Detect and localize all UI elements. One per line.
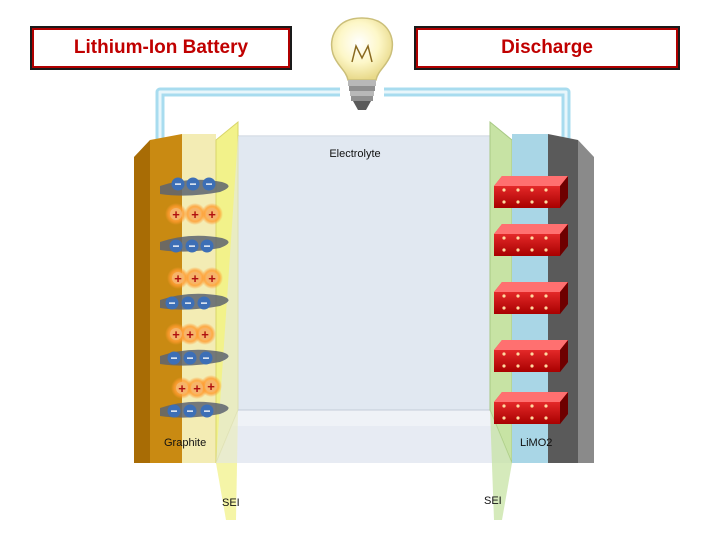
metal-oxide-lattice xyxy=(494,176,568,424)
label-limo2: LiMO2 xyxy=(520,437,552,449)
lithium-ion-row-3: + + + xyxy=(165,323,216,345)
electron-row-5: −−− xyxy=(167,404,214,418)
anode-lithium-ions: + + + + + + + + + + + + xyxy=(165,203,223,399)
svg-text:+: + xyxy=(208,207,216,222)
svg-text:−: − xyxy=(174,177,181,191)
anode-electrons: −−− −−− −−− −−− −−− xyxy=(165,177,216,418)
svg-text:−: − xyxy=(172,239,179,253)
lithium-ion-row-4: + + + xyxy=(171,375,222,399)
svg-text:+: + xyxy=(172,207,180,222)
svg-text:−: − xyxy=(184,296,191,310)
svg-text:−: − xyxy=(202,351,209,365)
lithium-ion-row-2: + + + xyxy=(167,267,223,289)
label-sei-right: SEI xyxy=(484,495,502,507)
svg-text:+: + xyxy=(191,271,199,286)
svg-text:+: + xyxy=(193,381,201,396)
svg-text:+: + xyxy=(186,327,194,342)
title-battery: Lithium-Ion Battery xyxy=(73,37,249,58)
svg-text:−: − xyxy=(168,296,175,310)
svg-text:−: − xyxy=(205,177,212,191)
svg-text:−: − xyxy=(186,404,193,418)
svg-text:−: − xyxy=(203,239,210,253)
svg-text:−: − xyxy=(170,404,177,418)
svg-text:−: − xyxy=(200,296,207,310)
svg-text:+: + xyxy=(191,207,199,222)
svg-text:−: − xyxy=(189,177,196,191)
svg-text:−: − xyxy=(188,239,195,253)
electron-row-1: −−− xyxy=(171,177,216,191)
lattice-block-1 xyxy=(494,176,568,208)
lattice-block-4 xyxy=(494,340,568,372)
title-discharge: Discharge xyxy=(501,37,593,58)
svg-text:+: + xyxy=(178,381,186,396)
svg-text:+: + xyxy=(208,271,216,286)
electron-row-2: −−− xyxy=(169,239,214,253)
light-bulb-icon xyxy=(330,17,394,110)
svg-text:−: − xyxy=(186,351,193,365)
svg-text:−: − xyxy=(170,351,177,365)
lattice-block-5 xyxy=(494,392,568,424)
label-graphite: Graphite xyxy=(164,437,206,449)
electrolyte-region xyxy=(216,136,512,463)
label-sei-left: SEI xyxy=(222,497,240,509)
lithium-ion-row-1: + + + xyxy=(165,203,223,225)
label-electrolyte: Electrolyte xyxy=(329,148,380,160)
svg-text:−: − xyxy=(203,404,210,418)
svg-text:+: + xyxy=(207,379,215,394)
svg-text:+: + xyxy=(201,327,209,342)
lattice-block-3 xyxy=(494,282,568,314)
electron-row-4: −−− xyxy=(167,351,213,365)
title-box-battery: Lithium-Ion Battery xyxy=(30,26,292,70)
svg-text:+: + xyxy=(172,327,180,342)
lattice-block-2 xyxy=(494,224,568,256)
title-box-discharge: Discharge xyxy=(414,26,680,70)
svg-text:+: + xyxy=(174,271,182,286)
electron-row-3: −−− xyxy=(165,296,211,310)
